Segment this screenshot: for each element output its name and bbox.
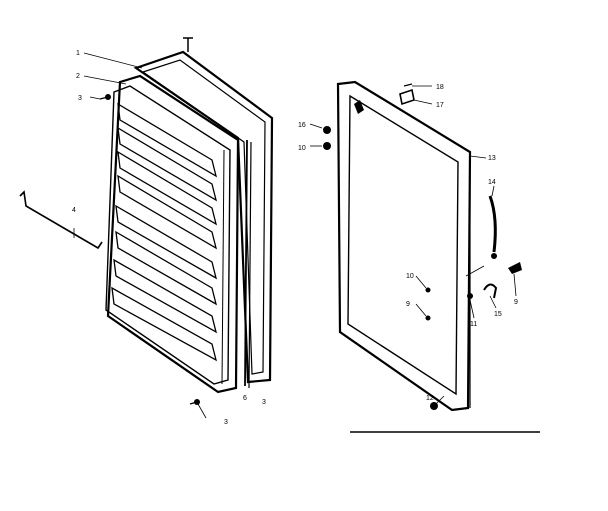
- label-part-3-top: 3: [78, 95, 82, 102]
- label-part-15: 15: [494, 311, 502, 318]
- shelf-bracket: [19, 190, 103, 250]
- label-part-9-left: 9: [406, 301, 410, 308]
- door-gasket-frame: [133, 37, 274, 384]
- label-part-10-mid: 10: [406, 273, 414, 280]
- inner-door-liner: [105, 74, 240, 394]
- screw-plug-a-icon: [425, 287, 431, 293]
- label-part-9-right: 9: [514, 299, 518, 306]
- screw-top-icon: [99, 94, 111, 100]
- plug-top-icon: [323, 126, 331, 150]
- hinge-cover-icon: [403, 83, 413, 87]
- label-part-4: 4: [72, 207, 76, 214]
- screw-bottom-icon: [189, 399, 200, 405]
- label-part-17: 17: [436, 102, 444, 109]
- label-part-18: 18: [436, 84, 444, 91]
- door-stop-icon: [354, 100, 364, 114]
- label-part-1: 1: [76, 50, 80, 57]
- hinge-top-icon: [399, 88, 415, 106]
- leader-lines: [83, 52, 517, 419]
- label-part-12: 12: [426, 395, 434, 402]
- label-part-6: 6: [243, 395, 247, 402]
- label-part-16: 16: [298, 122, 306, 129]
- label-part-3-right: 3: [262, 399, 266, 406]
- outer-door-panel: [336, 80, 472, 412]
- label-part-2: 2: [76, 73, 80, 80]
- hinge-pin-icon: [467, 293, 473, 299]
- screw-plug-b-icon: [425, 315, 431, 321]
- label-part-10-top: 10: [298, 145, 306, 152]
- shelf-rod: [244, 139, 252, 389]
- label-part-3-bottom: 3: [224, 419, 228, 426]
- label-part-11: 11: [470, 321, 477, 328]
- liner-shelf-ribs: [111, 102, 218, 362]
- handle-icon: [488, 195, 497, 259]
- latch-strike-icon: [483, 283, 498, 299]
- label-part-14: 14: [488, 179, 496, 186]
- label-part-13: 13: [488, 155, 496, 162]
- screw-right-icon: [508, 262, 522, 274]
